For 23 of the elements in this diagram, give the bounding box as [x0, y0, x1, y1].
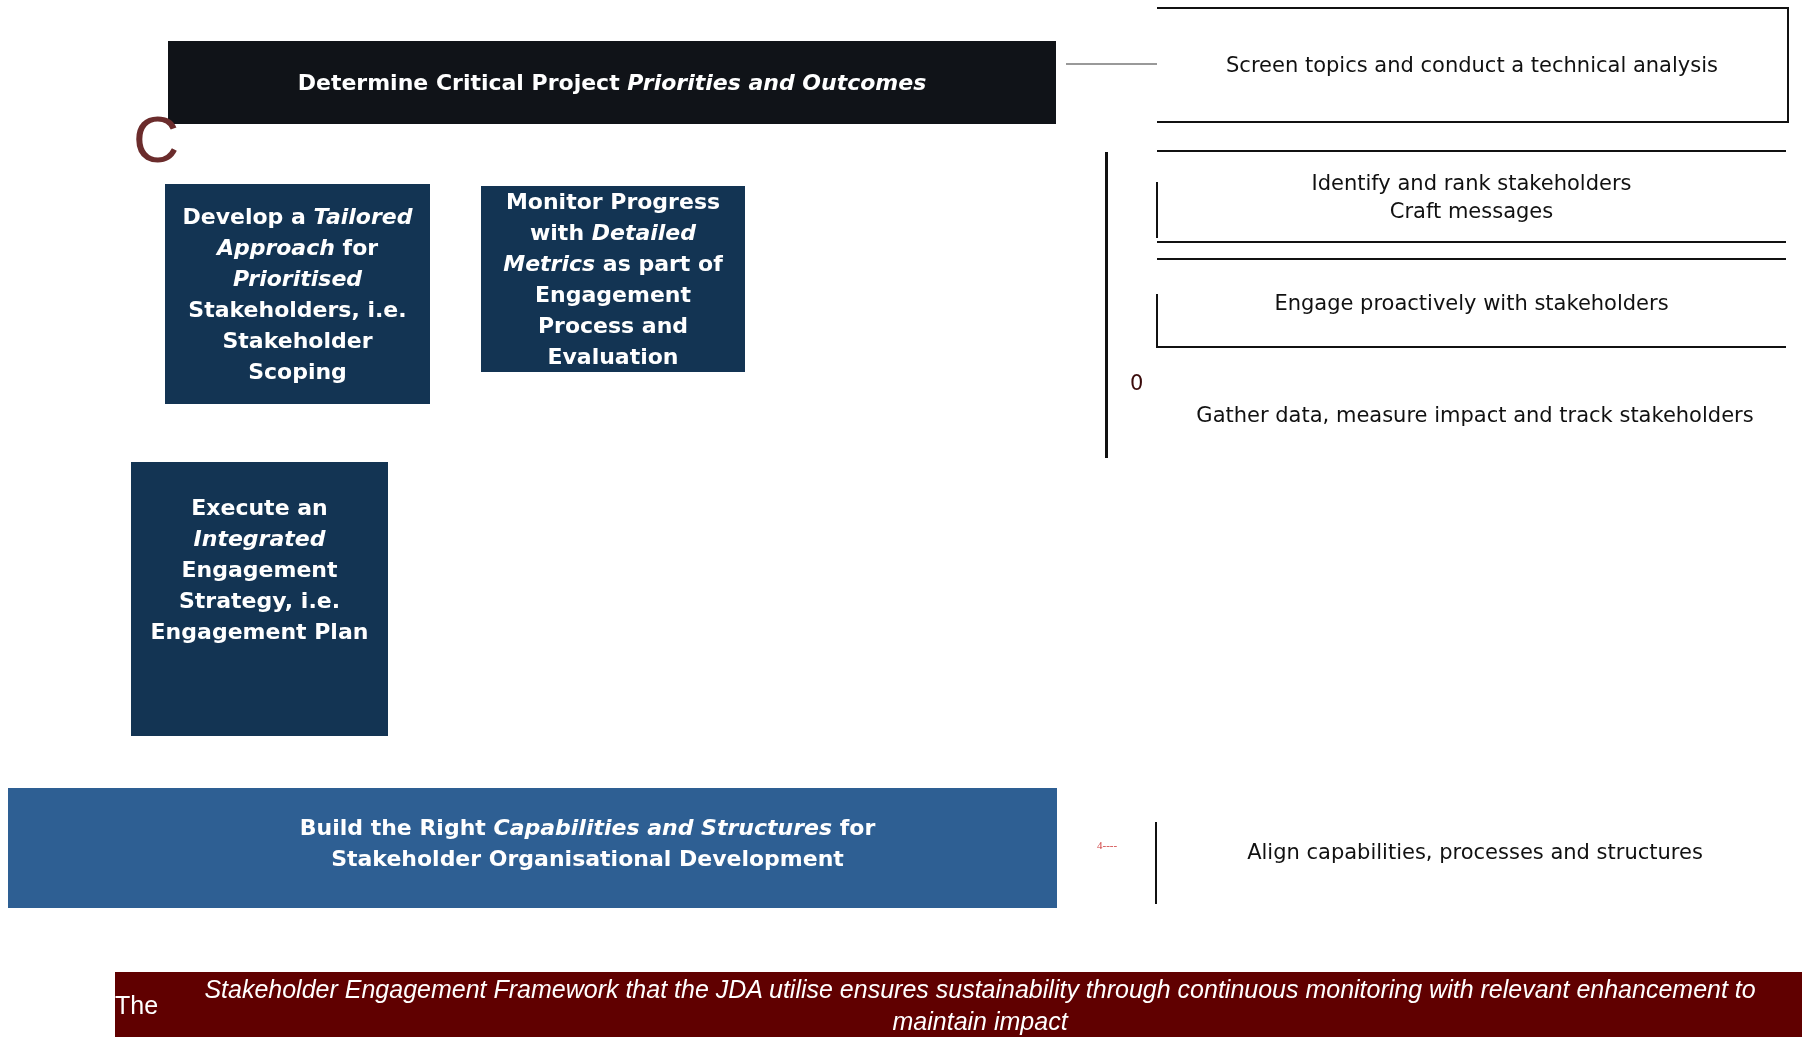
step-box	[1157, 7, 1789, 123]
capability-bar	[8, 788, 1057, 908]
box-label: Develop a Tailored Approach for Prioritised Stakeholders, i.e. Stakeholder Scoping	[181, 203, 414, 386]
connector-line	[1065, 63, 1158, 65]
box-label: Screen topics and conduct a technical analysis	[1226, 52, 1718, 79]
step-box	[1157, 150, 1786, 243]
step-text: Gather data, measure impact and track stakeholders	[1160, 398, 1790, 432]
box-label: Execute an Integrated Engagement Strategy, i.e. Engagement Plan	[149, 493, 370, 646]
process-box	[481, 186, 745, 372]
process-box	[165, 184, 430, 404]
box-label: Build the Right Capabilities and Structures for Stakeholder Organisational Development	[298, 814, 877, 873]
box-label: Monitor Progress with Detailed Metrics as part of Engagement Process and Evaluation	[502, 188, 724, 371]
section-letter: C	[133, 108, 180, 172]
process-box	[131, 462, 388, 736]
box-label: Engage proactively with stakeholders	[1274, 290, 1669, 317]
step-text: Align capabilities, processes and structures	[1160, 835, 1790, 869]
step-box	[1157, 258, 1786, 348]
box-label: Determine Critical Project Priorities and Outcomes	[297, 69, 927, 97]
caption-banner: The Stakeholder Engagement Framework that the JDA utilise ensures sustainability through continuous monitoring with relevant enhancement to maintain impact	[115, 972, 1802, 1037]
step-number: 0	[1130, 373, 1144, 394]
box-label: Identify and rank stakeholders	[1311, 169, 1632, 197]
stray-mark: 4----	[1097, 840, 1118, 851]
box-label: Craft messages	[1389, 197, 1554, 225]
